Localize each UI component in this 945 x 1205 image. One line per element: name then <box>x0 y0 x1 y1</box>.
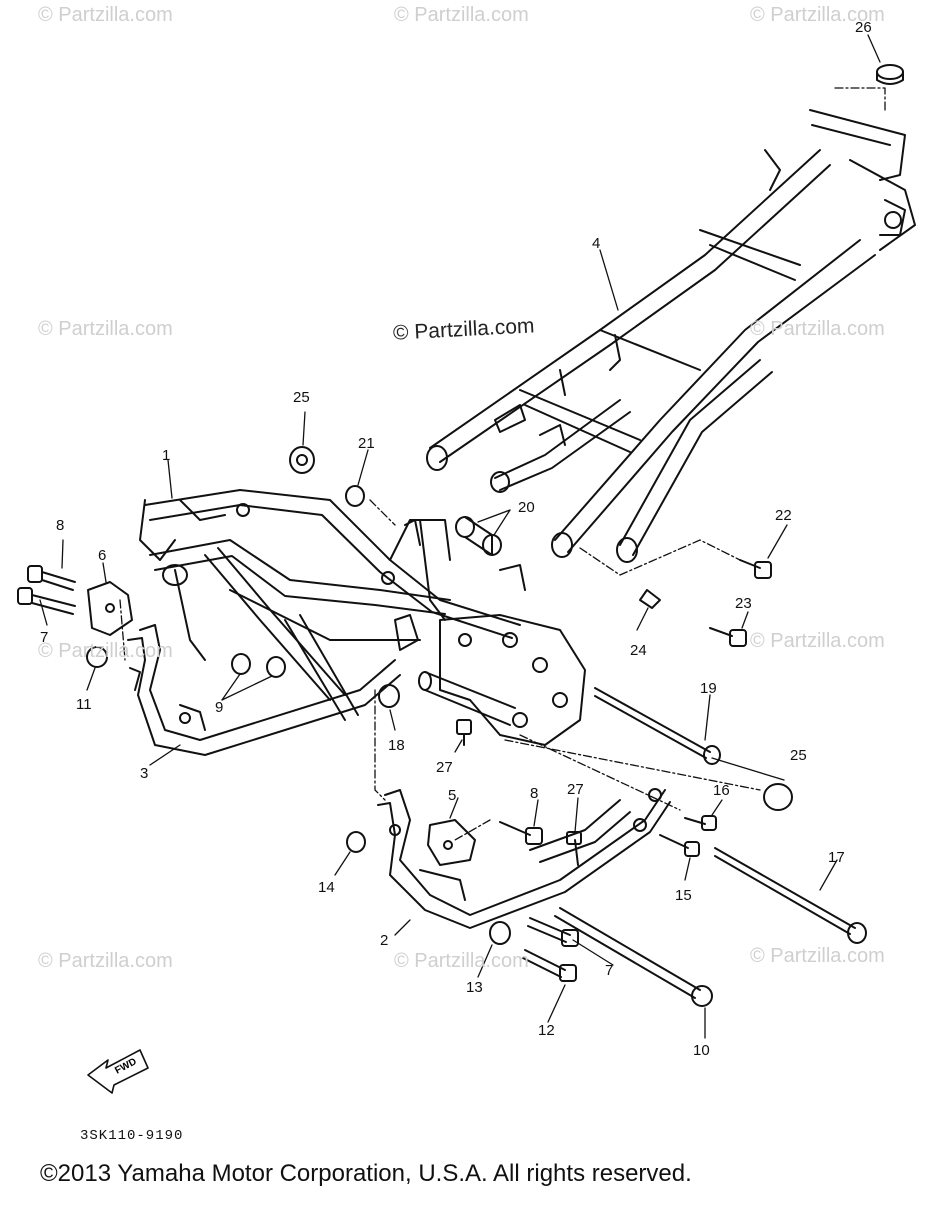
callout: 7 <box>40 629 48 646</box>
callout: 17 <box>828 849 845 866</box>
callout: 5 <box>448 787 456 804</box>
diagram-code: 3SK110-9190 <box>80 1128 184 1144</box>
callout: 9 <box>215 699 223 716</box>
callout: 27 <box>567 781 584 798</box>
callout: 6 <box>98 547 106 564</box>
watermark: © Partzilla.com <box>750 945 885 967</box>
callout: 7 <box>605 962 613 979</box>
watermark: © Partzilla.com <box>394 4 529 26</box>
watermark: © Partzilla.com <box>38 640 173 662</box>
callout: 12 <box>538 1022 555 1039</box>
callout: 21 <box>358 435 375 452</box>
watermark: © Partzilla.com <box>38 950 173 972</box>
callout: 24 <box>630 642 647 659</box>
watermark: © Partzilla.com <box>394 950 529 972</box>
callout: 26 <box>855 19 872 36</box>
rear-subframe <box>426 109 916 563</box>
right-cradle <box>377 788 671 929</box>
callout: 25 <box>293 389 310 406</box>
callout: 19 <box>700 680 717 697</box>
callout: 22 <box>775 507 792 524</box>
callout: 15 <box>675 887 692 904</box>
leader-lines <box>39 34 886 1039</box>
callout: 1 <box>162 447 170 464</box>
callout: 8 <box>56 517 64 534</box>
watermark: © Partzilla.com <box>750 318 885 340</box>
callout: 23 <box>735 595 752 612</box>
callout: 27 <box>436 759 453 776</box>
bracket-5 <box>427 819 476 866</box>
callout: 13 <box>466 979 483 996</box>
fwd-label: FWD <box>113 1056 138 1076</box>
callout: 11 <box>76 696 92 713</box>
callout: 16 <box>713 782 730 799</box>
callout: 2 <box>380 932 388 949</box>
bolts <box>17 559 867 1007</box>
callout: 25 <box>790 747 807 764</box>
fwd-arrow-icon <box>87 1049 149 1094</box>
watermark: © Partzilla.com <box>750 630 885 652</box>
callout: 20 <box>518 499 535 516</box>
left-cradle <box>127 624 401 756</box>
callout: 3 <box>140 765 148 782</box>
watermark: © Partzilla.com <box>38 4 173 26</box>
main-frame <box>139 489 586 746</box>
callout: 8 <box>530 785 538 802</box>
callout: 4 <box>592 235 600 252</box>
watermark: © Partzilla.com <box>38 318 173 340</box>
watermark: © Partzilla.com <box>750 4 885 26</box>
callouts: 1 2 3 4 5 6 7 7 8 8 9 10 11 12 13 14 15 … <box>40 19 872 1059</box>
callout: 18 <box>388 737 405 754</box>
bracket-6 <box>87 581 133 636</box>
copyright-notice: ©2013 Yamaha Motor Corporation, U.S.A. A… <box>40 1160 692 1187</box>
callout: 14 <box>318 879 335 896</box>
callout: 10 <box>693 1042 710 1059</box>
nuts-and-collars <box>86 64 904 945</box>
